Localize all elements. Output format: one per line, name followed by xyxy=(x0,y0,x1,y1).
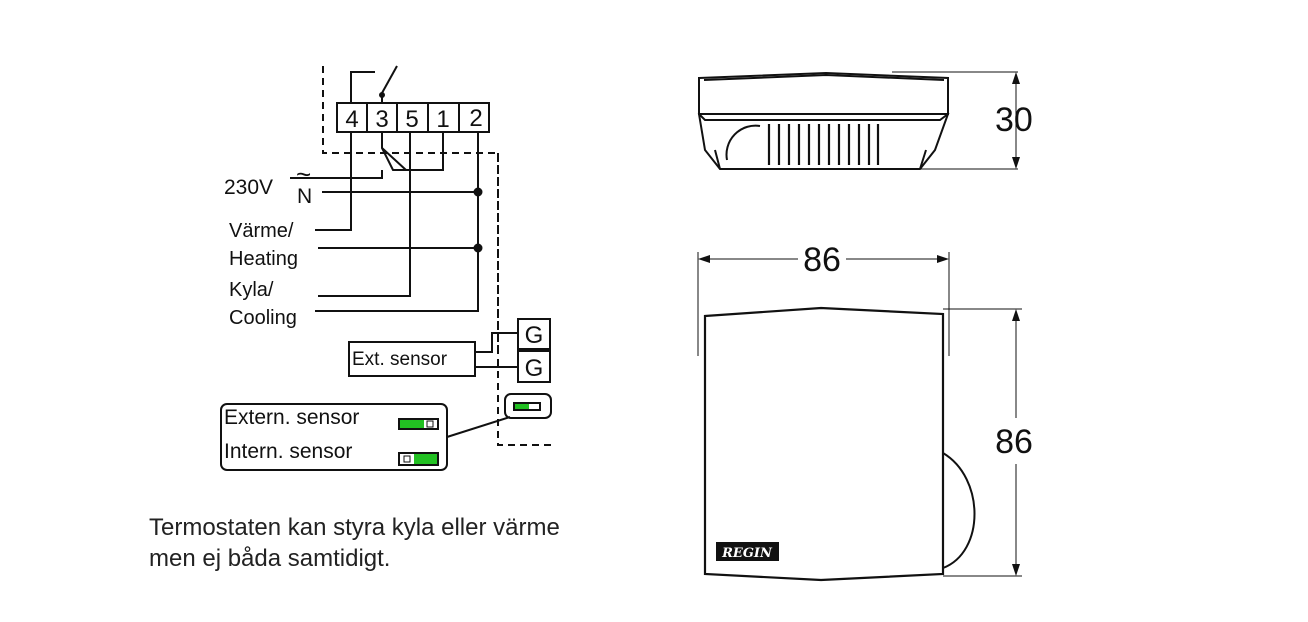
switch-extern-label: Extern. sensor xyxy=(224,406,359,429)
supply-voltage-label: 230V xyxy=(224,176,273,199)
switch-intern-label: Intern. sensor xyxy=(224,440,352,463)
neutral-label: N xyxy=(297,185,312,208)
side-view xyxy=(697,71,1020,170)
selector-switch-green xyxy=(515,404,529,409)
depth-dimension: 86 xyxy=(995,423,1033,461)
heating-label-sv: Värme/ xyxy=(229,220,294,242)
terminal-5: 5 xyxy=(405,106,418,133)
terminal-2: 2 xyxy=(469,105,482,132)
width-dimension: 86 xyxy=(803,241,841,279)
sensor-terminal-g2: G xyxy=(525,355,544,382)
terminal-3: 3 xyxy=(375,106,388,133)
caption-line-1: Termostaten kan styra kyla eller värme xyxy=(149,514,560,541)
relay-contact xyxy=(350,65,398,104)
brand-logo: REGIN xyxy=(721,546,773,561)
sensor-selector xyxy=(220,393,552,471)
front-view xyxy=(697,252,1022,582)
extern-switch-green xyxy=(400,420,424,428)
housing-outline xyxy=(322,66,552,446)
wires xyxy=(290,132,483,312)
tilde-symbol: ~ xyxy=(296,159,311,189)
height-dimension: 30 xyxy=(995,101,1033,139)
ext-sensor-label: Ext. sensor xyxy=(352,349,448,370)
sensor-terminal-g1: G xyxy=(525,322,544,349)
terminal-block xyxy=(336,102,490,133)
cooling-label-sv: Kyla/ xyxy=(229,279,274,301)
caption: Termostaten kan styra kyla eller värme m… xyxy=(149,512,560,574)
ext-sensor-connection xyxy=(348,318,551,383)
cooling-label-en: Cooling xyxy=(229,307,297,329)
terminal-4: 4 xyxy=(345,106,358,133)
intern-switch-green xyxy=(414,454,437,464)
caption-line-2: men ej båda samtidigt. xyxy=(149,545,391,572)
terminal-1: 1 xyxy=(436,106,449,133)
heating-label-en: Heating xyxy=(229,248,298,270)
